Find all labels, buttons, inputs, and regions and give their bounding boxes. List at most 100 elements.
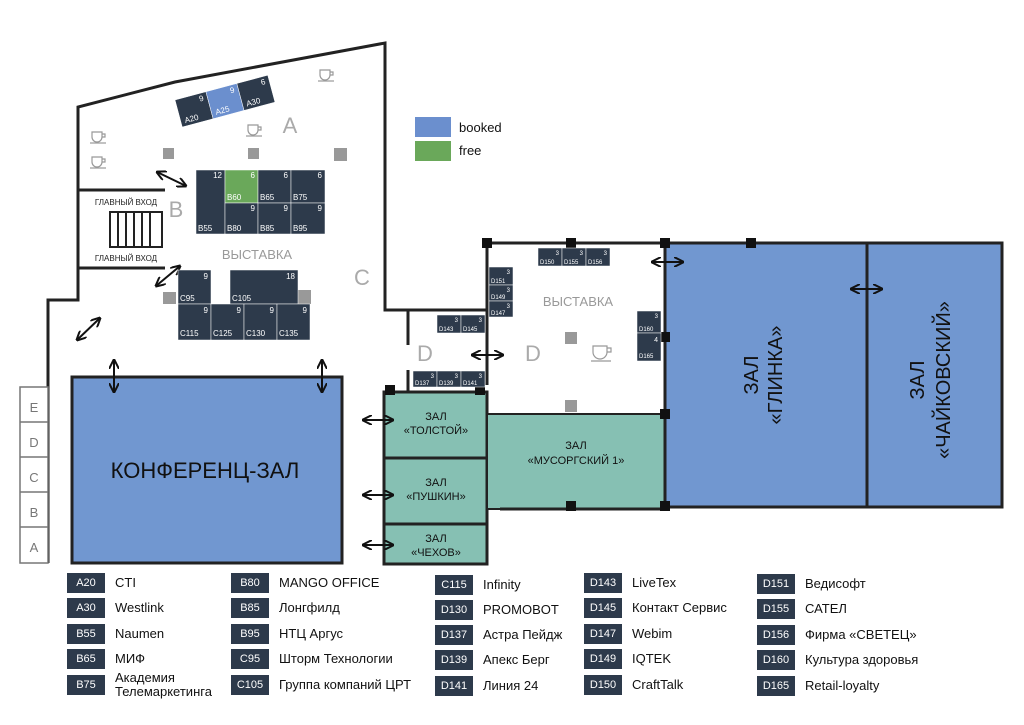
svg-text:6: 6 xyxy=(260,77,267,87)
svg-text:D165: D165 xyxy=(639,354,654,360)
booth-b85[interactable]: 9 B85 xyxy=(257,202,292,235)
svg-text:3: 3 xyxy=(580,251,584,257)
booth-d145[interactable]: 3 D145 xyxy=(460,314,486,334)
booth-b60[interactable]: 6 B60 xyxy=(224,169,259,204)
svg-text:D145: D145 xyxy=(463,327,478,333)
svg-text:6: 6 xyxy=(318,171,323,180)
hall-tolstoy-label-1: ЗАЛ xyxy=(425,411,446,423)
svg-text:B75: B75 xyxy=(293,193,308,202)
svg-text:D141: D141 xyxy=(463,381,478,387)
svg-text:A30: A30 xyxy=(245,96,262,109)
svg-text:A20: A20 xyxy=(184,113,201,126)
booth-c125[interactable]: 9 C125 xyxy=(210,303,245,341)
svg-text:B60: B60 xyxy=(227,193,242,202)
conference-hall[interactable] xyxy=(70,375,344,565)
booth-c105[interactable]: 18 C105 xyxy=(229,269,299,305)
svg-text:18: 18 xyxy=(286,272,295,281)
booth-d160[interactable]: 3 D160 xyxy=(636,310,662,334)
svg-text:D160: D160 xyxy=(639,327,654,333)
booth-a30[interactable]: 6 A30 xyxy=(236,74,276,111)
booth-b75[interactable]: 6 B75 xyxy=(290,169,326,204)
svg-text:9: 9 xyxy=(237,306,242,315)
booth-d137[interactable]: 3 D137 xyxy=(412,370,438,388)
booth-a25[interactable]: 9 A25 xyxy=(205,83,245,120)
zone-d-label-2: D xyxy=(525,341,541,366)
svg-text:D150: D150 xyxy=(540,260,555,266)
svg-text:C125: C125 xyxy=(213,329,233,338)
side-door-strip xyxy=(19,386,49,564)
svg-text:3: 3 xyxy=(507,304,511,310)
hall-glinka[interactable] xyxy=(663,241,869,509)
hall-tchaikovsky-label-1: ЗАЛ xyxy=(907,361,929,400)
booth-a20[interactable]: 9 A20 xyxy=(174,91,214,128)
booth-d156[interactable]: 3 D156 xyxy=(585,247,611,267)
hall-glinka-label-1: ЗАЛ xyxy=(741,356,763,395)
zone-c-label: C xyxy=(354,265,370,290)
svg-text:D137: D137 xyxy=(415,381,430,387)
svg-text:D155: D155 xyxy=(564,260,579,266)
booth-d165[interactable]: 4 D165 xyxy=(636,332,662,362)
svg-text:4: 4 xyxy=(654,337,658,344)
side-door-e: E xyxy=(30,400,39,415)
svg-text:6: 6 xyxy=(284,171,289,180)
svg-text:3: 3 xyxy=(479,318,483,324)
svg-text:3: 3 xyxy=(431,374,435,380)
side-door-a: A xyxy=(30,540,39,555)
zone-b-label: B xyxy=(169,197,184,222)
hall-pushkin-label-2: «ПУШКИН» xyxy=(406,491,465,503)
booth-b80[interactable]: 9 B80 xyxy=(224,202,259,235)
booth-b95[interactable]: 9 B95 xyxy=(290,202,326,235)
svg-text:C95: C95 xyxy=(180,294,195,303)
booth-d149[interactable]: 3 D149 xyxy=(488,284,514,302)
svg-text:3: 3 xyxy=(556,251,560,257)
booth-b65[interactable]: 6 B65 xyxy=(257,169,292,204)
booth-d150[interactable]: 3 D150 xyxy=(537,247,563,267)
columns xyxy=(163,148,577,412)
booth-c130[interactable]: 9 C130 xyxy=(243,303,278,341)
svg-text:9: 9 xyxy=(270,306,275,315)
legend-free-swatch xyxy=(415,141,451,161)
booth-b55[interactable]: 12 B55 xyxy=(195,169,226,235)
booth-c95[interactable]: 9 C95 xyxy=(177,269,212,305)
svg-text:C135: C135 xyxy=(279,329,299,338)
hall-tchaikovsky[interactable] xyxy=(865,241,1004,509)
svg-text:B65: B65 xyxy=(260,193,275,202)
booth-d139[interactable]: 3 D139 xyxy=(436,370,462,388)
svg-text:9: 9 xyxy=(284,204,289,213)
svg-text:D139: D139 xyxy=(439,381,454,387)
svg-text:D147: D147 xyxy=(491,311,506,317)
booth-c135[interactable]: 9 C135 xyxy=(276,303,311,341)
svg-text:D151: D151 xyxy=(491,279,506,285)
hall-tchaikovsky-label-2: «ЧАЙКОВСКИЙ» xyxy=(931,301,955,459)
svg-text:9: 9 xyxy=(318,204,323,213)
svg-text:3: 3 xyxy=(507,270,511,276)
hall-chekhov-label-2: «ЧЕХОВ» xyxy=(411,547,461,559)
svg-text:A25: A25 xyxy=(214,104,231,117)
svg-text:D143: D143 xyxy=(439,327,454,333)
svg-text:3: 3 xyxy=(455,374,459,380)
legend-booked-swatch xyxy=(415,117,451,137)
booth-d155[interactable]: 3 D155 xyxy=(561,247,587,267)
svg-text:3: 3 xyxy=(604,251,608,257)
booth-d141[interactable]: 3 D141 xyxy=(460,370,486,388)
hall-mussorgsky-label-1: ЗАЛ xyxy=(565,440,586,452)
svg-text:9: 9 xyxy=(204,272,209,281)
svg-text:B55: B55 xyxy=(198,224,213,233)
exhibition-label-2: ВЫСТАВКА xyxy=(543,294,614,309)
booth-d151[interactable]: 3 D151 xyxy=(488,266,514,286)
zone-a-label: A xyxy=(283,113,298,138)
booth-d147[interactable]: 3 D147 xyxy=(488,300,514,318)
svg-text:9: 9 xyxy=(303,306,308,315)
booth-d143[interactable]: 3 D143 xyxy=(436,314,462,334)
zone-d-label-1: D xyxy=(417,341,433,366)
legend-free-label: free xyxy=(459,143,481,158)
hall-pushkin-label-1: ЗАЛ xyxy=(425,477,446,489)
svg-text:3: 3 xyxy=(507,288,511,294)
svg-text:3: 3 xyxy=(655,314,659,320)
side-door-b: B xyxy=(30,505,39,520)
hall-chekhov[interactable] xyxy=(382,522,489,566)
svg-text:12: 12 xyxy=(213,171,222,180)
booth-c115[interactable]: 9 C115 xyxy=(177,303,212,341)
legend-booked-label: booked xyxy=(459,120,502,135)
